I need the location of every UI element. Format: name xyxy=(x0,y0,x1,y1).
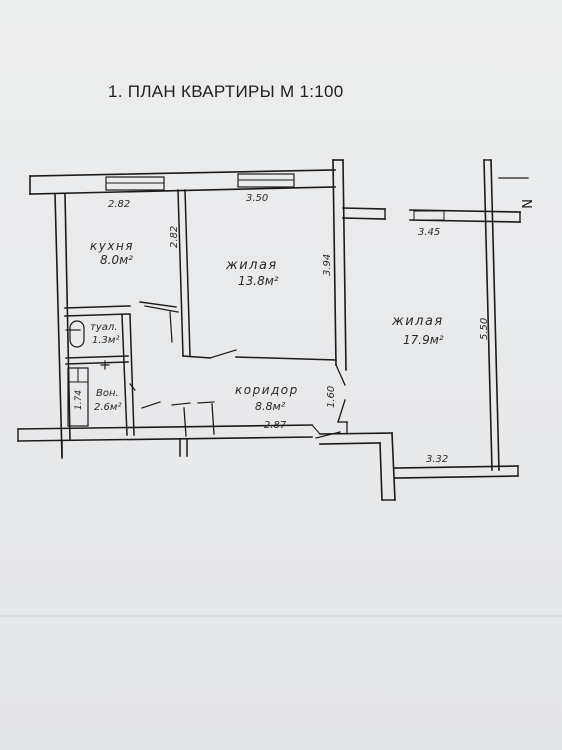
dim-door: 1.60 xyxy=(326,386,337,408)
compass-label: N xyxy=(518,199,533,209)
dim-bottom-right: 3.32 xyxy=(426,454,448,465)
dim-living1-side: 3.94 xyxy=(322,254,333,276)
exterior-wall-left xyxy=(54,193,71,457)
kitchen-name: кухня xyxy=(90,239,134,253)
exterior-wall-top-right xyxy=(342,207,521,223)
corridor-name: коридор xyxy=(235,383,299,397)
exterior-wall-top xyxy=(29,169,336,195)
bathroom-fixture-mark xyxy=(100,360,110,370)
plan-title: 1. ПЛАН КВАРТИРЫ М 1:100 xyxy=(108,82,344,101)
corridor-area: 8.8м² xyxy=(255,400,286,413)
living1-name: жилая xyxy=(225,258,278,273)
doors xyxy=(129,301,348,439)
dim-top-left: 2.82 xyxy=(108,199,130,210)
dim-right-side: 5.50 xyxy=(479,318,490,340)
paper-fold xyxy=(0,615,562,617)
dim-top-mid: 3.50 xyxy=(246,193,268,204)
toilet-area: 1.3м² xyxy=(92,335,119,346)
living2-name: жилая xyxy=(391,314,444,329)
dim-corridor-bottom: 2.87 xyxy=(264,420,287,431)
exterior-wall-bottom xyxy=(17,424,519,501)
wall-bathroom xyxy=(64,305,135,436)
kitchen-area: 8.0м² xyxy=(100,253,133,267)
bath-area: 2.6м² xyxy=(94,402,121,413)
dim-top-right: 3.45 xyxy=(418,227,440,238)
bath-name: Вон. xyxy=(96,388,119,399)
living2-area: 17.9м² xyxy=(403,333,444,347)
exterior-wall-right xyxy=(483,159,529,471)
dim-bath-side: 1.74 xyxy=(74,390,84,410)
living1-area: 13.8м² xyxy=(238,274,279,288)
dim-kitchen-side: 2.82 xyxy=(169,226,180,248)
toilet-name: туал. xyxy=(90,322,117,333)
wall-kitchen-living xyxy=(177,189,211,359)
wall-living-living xyxy=(235,159,347,371)
